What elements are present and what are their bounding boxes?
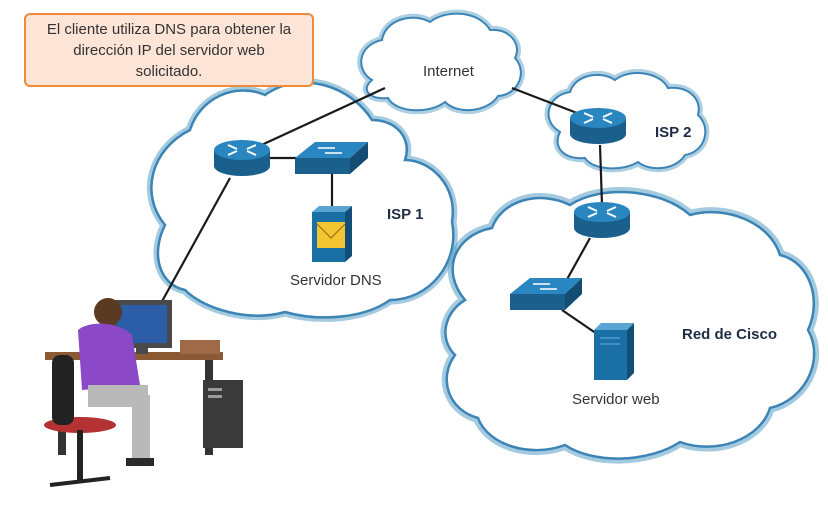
link-router1-internet	[254, 87, 386, 149]
web-server-icon	[594, 323, 634, 380]
link-router1-pc	[159, 177, 231, 306]
user-at-desk-icon	[44, 298, 243, 487]
isp1-label: ISP 1	[387, 206, 424, 223]
cisco-network-label: Red de Cisco	[682, 326, 778, 343]
internet-cloud	[357, 9, 525, 115]
internet-label: Internet	[423, 63, 474, 80]
dns-server-icon	[312, 206, 352, 262]
router-isp2-icon	[570, 108, 626, 144]
router-cisco-icon	[574, 202, 630, 238]
router-isp1-icon	[214, 140, 270, 176]
isp1-cloud	[146, 78, 458, 322]
callout-text: El cliente utiliza DNS para obtener la d…	[46, 20, 292, 80]
web-server-label: Servidor web	[572, 391, 660, 408]
switch-cisco-icon	[510, 278, 582, 310]
link-switch2-webserver	[561, 309, 601, 337]
isp2-cloud	[544, 69, 710, 173]
info-callout: El cliente utiliza DNS para obtener la d…	[24, 13, 314, 87]
link-router3-switch2	[564, 237, 591, 284]
isp2-label: ISP 2	[655, 124, 692, 141]
dns-server-label: Servidor DNS	[290, 272, 382, 289]
link-router2-router3	[598, 144, 604, 206]
switch-isp1-icon	[295, 142, 368, 174]
